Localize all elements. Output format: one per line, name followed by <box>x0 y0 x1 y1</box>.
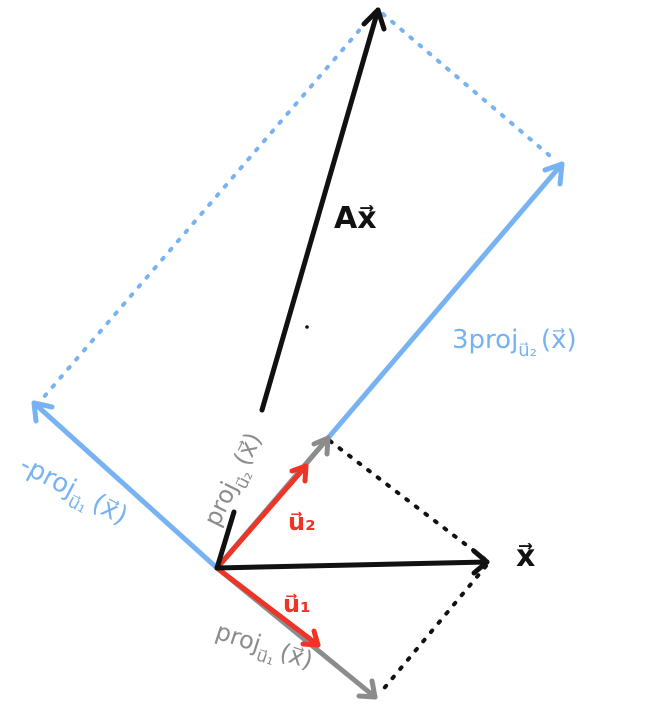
dotted-guide-top-right <box>381 12 558 163</box>
u1-arrow <box>214 565 321 648</box>
proj-u1-label: proju⃗₁(x⃗) <box>210 617 316 681</box>
neg-proj-u1-label: -proju⃗₁(x⃗) <box>12 450 133 537</box>
ax-vector-arrow <box>214 7 387 571</box>
dotted-guide-top-left <box>35 10 377 407</box>
neg-proj-u1-arrow <box>31 400 220 571</box>
u2-label: u⃗₂ <box>288 508 316 536</box>
u1-label: u⃗₁ <box>283 590 311 618</box>
stray-dot <box>305 325 309 329</box>
x-label: x⃗ <box>516 539 535 574</box>
dotted-guide-lower-right <box>379 564 488 694</box>
dotted-guide-upper-right <box>328 439 488 562</box>
x-vector-arrow <box>214 548 490 576</box>
ax-label: Ax⃗ <box>334 201 377 236</box>
three-proj-u2-label: 3proju⃗₂(x⃗) <box>452 325 577 361</box>
u2-arrow <box>214 463 309 571</box>
